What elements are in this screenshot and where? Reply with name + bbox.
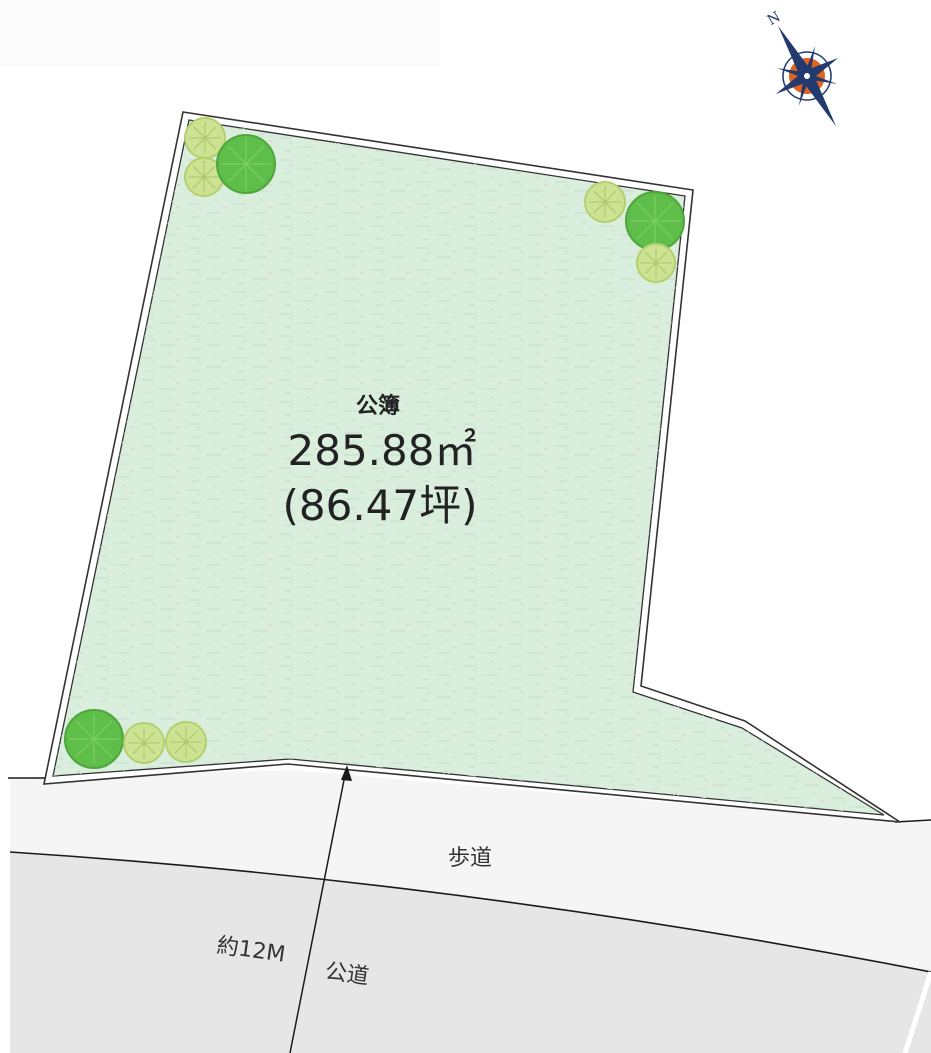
tree-icon bbox=[636, 243, 676, 283]
road-width-line bbox=[289, 774, 346, 1053]
tree-icon bbox=[216, 134, 276, 194]
tree-icon bbox=[584, 181, 626, 223]
tree-cluster-bottom-left bbox=[64, 709, 207, 769]
road-edge-right bbox=[902, 971, 931, 1053]
tree-cluster-top-right bbox=[584, 181, 685, 283]
lot-texture bbox=[53, 120, 884, 815]
area-sqm-label: 285.88㎡ bbox=[288, 426, 477, 475]
sidewalk-edge-right bbox=[894, 819, 931, 823]
public-road-label: 公道 bbox=[323, 959, 370, 990]
registry-label: 公簿 bbox=[356, 393, 400, 419]
area-tsubo-label: (86.47坪) bbox=[282, 481, 477, 530]
tree-icon bbox=[625, 191, 685, 251]
public-road bbox=[10, 852, 931, 1053]
tree-icon bbox=[123, 722, 165, 764]
compass-rose-icon: N bbox=[765, 9, 839, 127]
tree-icon bbox=[165, 721, 207, 763]
tree-cluster-top-left bbox=[184, 117, 276, 197]
sidewalk-label: 歩道 bbox=[448, 846, 492, 871]
road-edge-top bbox=[9, 851, 931, 973]
tree-icon bbox=[64, 709, 124, 769]
top-left-panel bbox=[0, 0, 440, 66]
road-width-arrowhead bbox=[341, 765, 352, 781]
tree-icon bbox=[184, 157, 224, 197]
compass-north-label: N bbox=[765, 9, 784, 29]
